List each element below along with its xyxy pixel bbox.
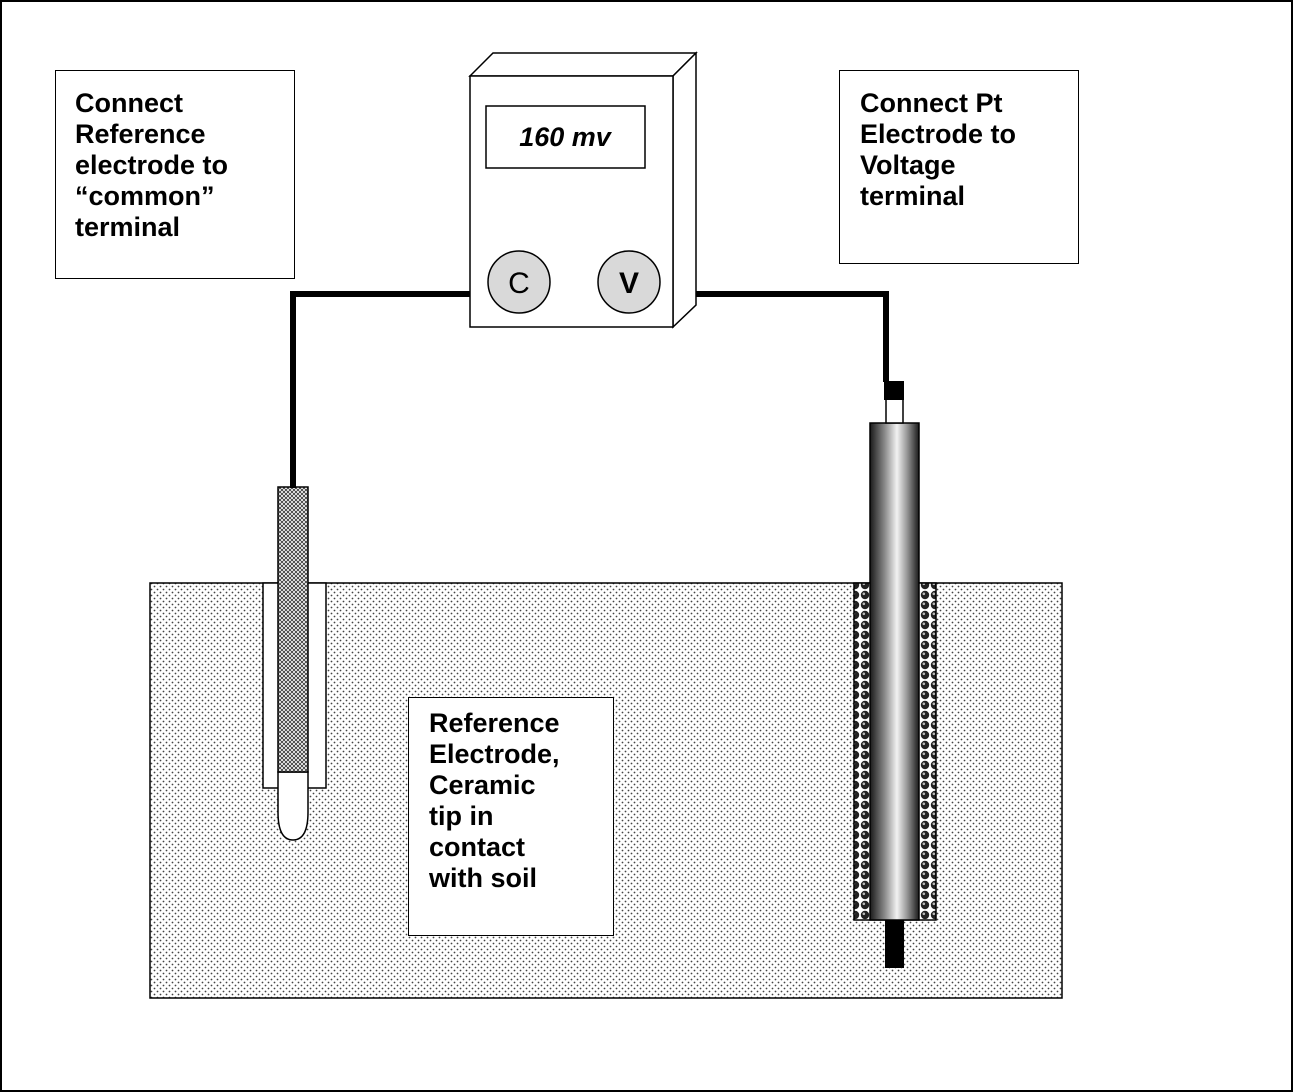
pt-electrode-cap — [884, 381, 904, 400]
note-line: Electrode to — [860, 119, 1017, 149]
pt-electrode-rod — [885, 915, 904, 968]
reference-electrode-body — [277, 486, 309, 773]
ceramic-tip — [277, 771, 309, 841]
voltage-terminal-label: V — [619, 267, 639, 300]
note-line: Ceramic — [429, 770, 536, 800]
note-line: Reference — [429, 708, 560, 738]
note-line: terminal — [75, 212, 181, 242]
pt-electrode-body — [869, 422, 920, 921]
note-line: Connect Pt — [860, 88, 1003, 118]
note-line: contact — [429, 832, 526, 862]
voltage-terminal — [597, 250, 661, 314]
common-wire — [290, 291, 490, 488]
note-line: with soil — [429, 863, 537, 893]
common-terminal — [487, 250, 551, 314]
voltmeter-reading: 160 mv — [519, 122, 613, 152]
note-line: Reference — [75, 119, 206, 149]
note-line: Voltage — [860, 150, 956, 180]
reference-electrode-note: Reference Electrode, Ceramic tip in cont… — [408, 697, 614, 936]
note-line: tip in — [429, 801, 494, 831]
note-line: Connect — [75, 88, 183, 118]
pt-electrode-connector — [885, 398, 904, 424]
note-line: terminal — [860, 181, 966, 211]
note-line: Electrode, — [429, 739, 560, 769]
voltage-wire — [660, 291, 889, 382]
note-line: electrode to — [75, 150, 229, 180]
voltmeter-top-face — [468, 52, 698, 77]
voltmeter-side-face — [672, 51, 697, 329]
voltmeter-display — [485, 105, 646, 169]
note-line: “common” — [75, 181, 215, 211]
common-terminal-note: Connect Reference electrode to “common” … — [55, 70, 295, 279]
common-terminal-label: C — [508, 267, 530, 300]
voltage-terminal-note: Connect Pt Electrode to Voltage terminal — [839, 70, 1079, 264]
voltmeter: 160 mv C V — [468, 51, 698, 329]
